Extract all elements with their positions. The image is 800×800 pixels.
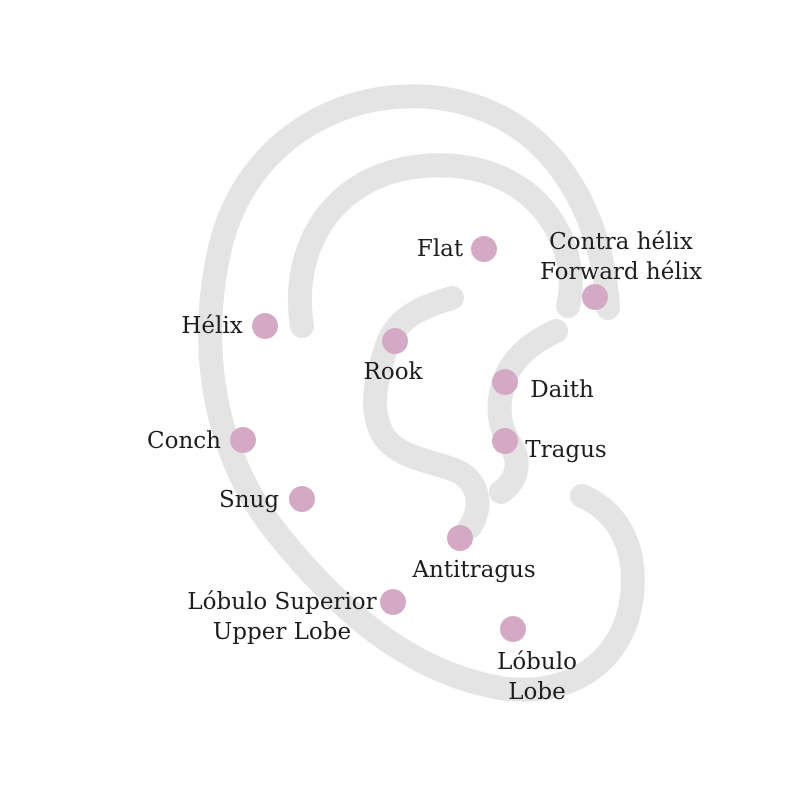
piercing-dot-antitragus — [447, 525, 473, 551]
label-lobulo-superior-text: Lóbulo Superior — [187, 589, 377, 615]
ear-inner-helix-fold-line — [287, 153, 583, 338]
ear-tragus-line — [487, 319, 568, 504]
label-rook-text: Rook — [363, 359, 423, 385]
piercing-dot-upper-lobe — [380, 589, 406, 615]
label-lobe-text: Lobe — [508, 679, 566, 705]
label-daith: Daith — [530, 375, 594, 405]
label-antitragus: Antitragus — [412, 555, 535, 585]
label-antitragus-text: Antitragus — [412, 557, 536, 583]
label-flat-text: Flat — [416, 236, 464, 262]
label-contra-forward-helix: Contra hélix Forward hélix — [540, 227, 702, 287]
label-helix: Hélix — [181, 311, 242, 341]
label-rook: Rook — [364, 357, 423, 387]
label-flat: Flat — [417, 234, 463, 264]
ear-antihelix-line — [363, 286, 490, 539]
piercing-dot-conch — [230, 427, 256, 453]
label-tragus-text: Tragus — [525, 437, 607, 463]
label-tragus: Tragus — [525, 435, 606, 465]
piercing-dot-lobe — [500, 616, 526, 642]
label-upper-lobe-text: Upper Lobe — [212, 619, 352, 645]
label-conch: Conch — [147, 426, 221, 456]
piercing-dot-snug — [289, 486, 315, 512]
label-snug-text: Snug — [218, 487, 280, 513]
label-lobe: Lóbulo Lobe — [497, 647, 577, 707]
label-upper-lobe: Lóbulo Superior Upper Lobe — [187, 587, 376, 647]
label-contra-helix-text: Contra hélix — [549, 229, 693, 255]
piercing-dot-flat — [471, 236, 497, 262]
piercing-dot-forward-helix — [582, 284, 608, 310]
piercing-dot-tragus — [492, 428, 518, 454]
ear-outer-rim-line — [198, 84, 645, 702]
label-conch-text: Conch — [147, 428, 221, 454]
label-forward-helix-text: Forward hélix — [539, 259, 703, 285]
label-helix-text: Hélix — [181, 313, 243, 339]
label-lobulo-text: Lóbulo — [497, 649, 577, 675]
label-daith-text: Daith — [530, 377, 594, 403]
piercing-dot-daith — [492, 369, 518, 395]
piercing-dot-helix — [252, 313, 278, 339]
label-snug: Snug — [219, 485, 279, 515]
piercing-dot-rook — [382, 328, 408, 354]
